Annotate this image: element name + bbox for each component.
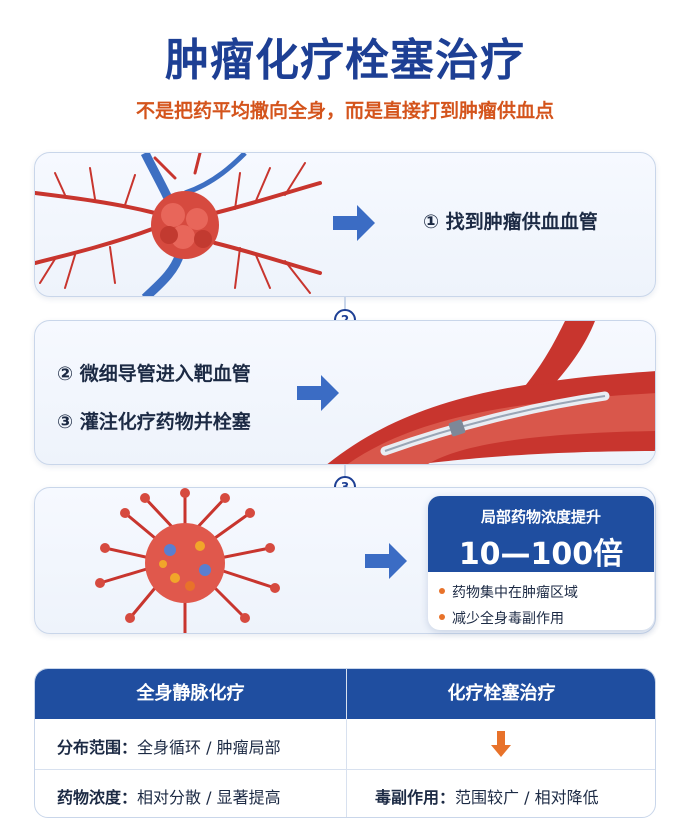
stat-value: 10—100倍 [458,537,624,572]
column-header-tace: 化疗栓塞治疗 [447,683,556,704]
row-value: 相对分散 / 显著提高 [137,788,281,807]
row-cell-left: 分布范围：全身循环 / 肿瘤局部 [57,734,281,758]
stat-bullets: 药物集中在肿瘤区域 减少全身毒副作用 [428,572,654,628]
page-subtitle: 不是把药平均撒向全身，而是直接打到肿瘤供血点 [135,100,554,122]
step-1-label: ① 找到肿瘤供血血管 [423,211,598,233]
down-arrow-icon [491,731,511,757]
table-header: 全身静脉化疗 化疗栓塞治疗 [35,669,655,719]
right-arrow-icon [333,205,375,241]
catheter-vessel-illustration [327,321,655,464]
row-divider [35,769,655,770]
stat-bullet: 减少全身毒副作用 [439,608,654,628]
table-row: 药物浓度：相对分散 / 显著提高 毒副作用：范围较广 / 相对降低 [35,769,655,817]
page-title: 肿瘤化疗栓塞治疗 [165,35,525,86]
comparison-table: 全身静脉化疗 化疗栓塞治疗 分布范围：全身循环 / 肿瘤局部 药物浓度：相对分散… [34,668,656,818]
step-card-2: ② 微细导管进入靶血管 ③ 灌注化疗药物并栓塞 [34,320,656,465]
step-3-label: ③ 灌注化疗药物并栓塞 [57,411,251,433]
row-value: 范围较广 / 相对降低 [455,788,599,807]
column-divider [346,669,347,817]
stat-label: 局部药物浓度提升 [480,508,601,526]
step-2-label: ② 微细导管进入靶血管 [57,363,251,385]
table-row: 分布范围：全身循环 / 肿瘤局部 [35,719,655,769]
concentration-stat-card: 局部药物浓度提升 10—100倍 药物集中在肿瘤区域 减少全身毒副作用 [428,496,654,630]
connector-line-1 [344,297,346,320]
step-card-1: ① 找到肿瘤供血血管 [34,152,656,297]
tumor-vessels-illustration [35,153,322,296]
row-value: 全身循环 / 肿瘤局部 [137,738,281,757]
right-arrow-icon [365,543,407,579]
row-key: 药物浓度： [57,788,138,807]
stat-header: 局部药物浓度提升 10—100倍 [428,496,654,572]
row-cell-left: 药物浓度：相对分散 / 显著提高 [57,784,281,808]
row-key: 毒副作用： [375,788,456,807]
row-cell-right: 毒副作用：范围较广 / 相对降低 [375,784,599,808]
stat-bullet: 药物集中在肿瘤区域 [439,582,654,602]
embolized-tumor-illustration [95,488,280,633]
right-arrow-icon [297,375,339,411]
column-header-iv-chemo: 全身静脉化疗 [136,683,245,704]
row-key: 分布范围： [57,738,138,757]
